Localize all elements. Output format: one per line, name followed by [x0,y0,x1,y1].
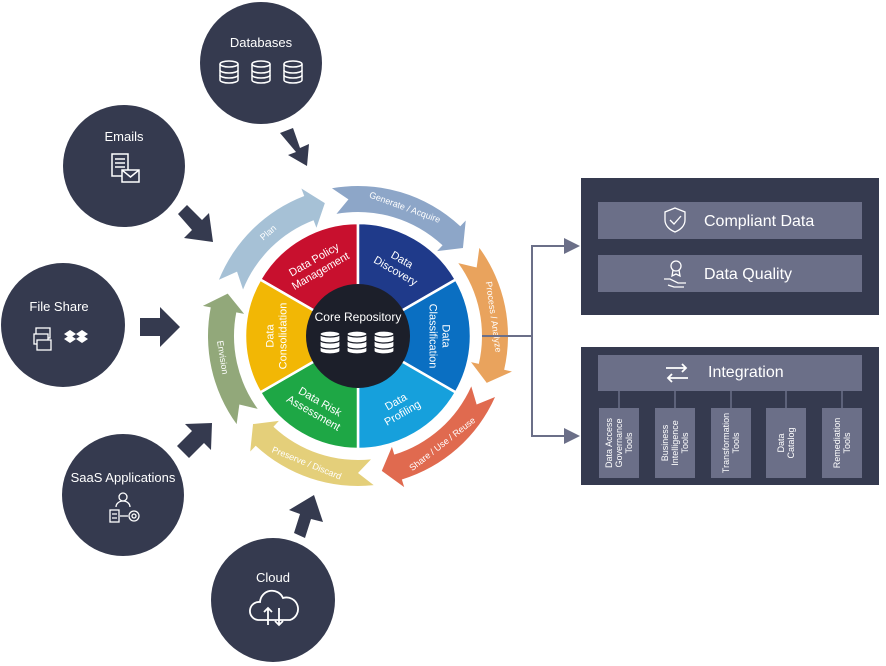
output-panel-quality: Compliant Data Data Quality [581,178,879,315]
ring-arrow-preserve [250,420,374,486]
integration-tool-label: BusinessIntelligenceTools [660,420,690,466]
file-share-label: File Share [29,299,88,314]
source-emails: Emails [63,105,185,227]
document-mail-icon [111,153,140,183]
source-cloud: Cloud [211,538,335,662]
saas-label: SaaS Applications [71,470,176,485]
ring-arrow-generate [331,186,466,252]
compliant-data-label: Compliant Data [704,213,814,230]
integration-label: Integration [708,364,784,381]
shield-check-icon [664,207,686,233]
integration-tools: Data AccessGovernanceTools BusinessIntell… [599,391,862,478]
compliant-data-item [598,202,862,239]
source-databases: Databases [200,2,322,124]
database-icon [319,330,395,355]
sync-arrows-icon [666,363,688,383]
integration-tool-4: DataCatalog [766,391,806,478]
data-quality-item [598,255,862,292]
inflow-arrows [140,128,323,538]
ring-arrow-envision [202,293,258,425]
arrow-from-saas [177,423,212,458]
dropbox-icon [64,330,88,343]
integration-tool-label: Data AccessGovernanceTools [604,417,634,468]
segment-data-consolidation-label: DataConsolidation [265,303,290,370]
arrow-from-databases [280,128,309,166]
integration-tool-1: Data AccessGovernanceTools [599,391,639,478]
arrow-from-file-share [140,307,180,347]
database-icon [219,60,303,84]
core-repository-label: Core Repository [315,310,402,324]
ring-arrow-plan [218,188,325,290]
ring-arrow-process [458,247,512,383]
integration-tool-label: RemediationTools [832,418,852,469]
integration-tool-label: TransformationTools [721,413,741,473]
cloud-label: Cloud [256,570,290,585]
integration-item [598,355,862,391]
source-saas: SaaS Applications [62,434,184,556]
cloud-upload-download-icon [249,589,299,627]
ring-arrow-share [381,386,496,488]
segment-data-classification-label: DataClassification [427,304,452,369]
output-panel-integration: Integration Data AccessGovernanceTools Bu… [581,347,879,485]
quality-badge-hand-icon [664,260,686,288]
data-quality-label: Data Quality [704,266,792,283]
emails-label: Emails [104,129,144,144]
integration-tool-label: DataCatalog [776,427,796,458]
connector-lines [482,238,580,444]
integration-tool-2: BusinessIntelligenceTools [655,391,695,478]
source-file-share: File Share [1,263,125,387]
core-repository: Core Repository [306,284,410,388]
arrow-from-cloud [289,495,323,538]
saas-user-icon [109,492,140,523]
integration-tool-5: RemediationTools [822,391,862,478]
integration-tool-3: TransformationTools [711,391,751,478]
files-icon [33,327,52,351]
arrow-from-emails [178,205,213,242]
databases-label: Databases [230,35,293,50]
